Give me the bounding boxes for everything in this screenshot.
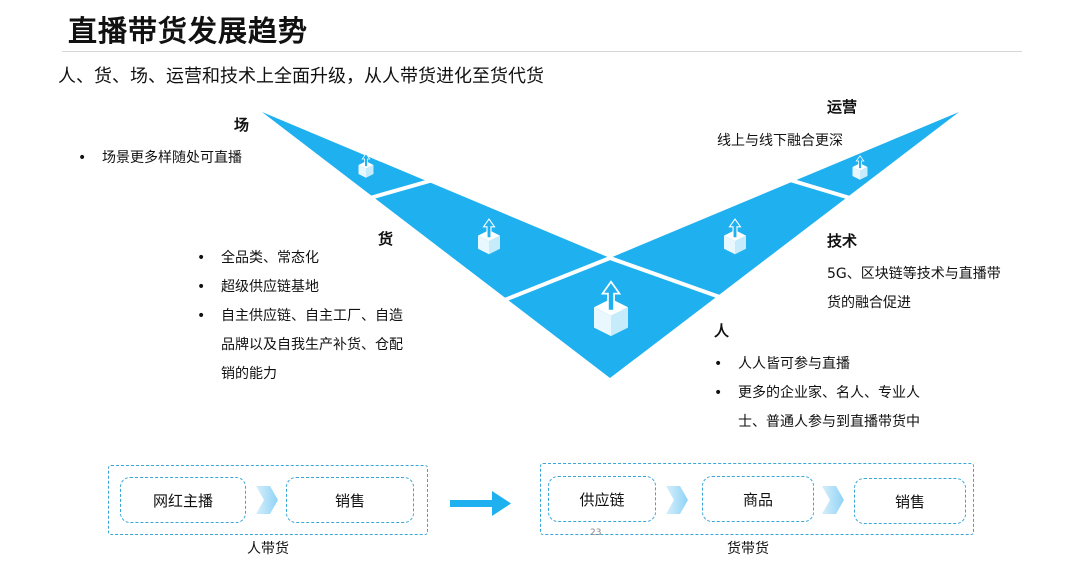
v-divider-4 bbox=[789, 178, 851, 200]
title-divider bbox=[62, 51, 1022, 52]
list-item: 人人皆可参与直播 bbox=[714, 350, 929, 379]
chevron-right-icon bbox=[666, 486, 688, 514]
yunying-text: 线上与线下融合更深 bbox=[717, 133, 843, 149]
flow-step-xiaoshou-left: 销售 bbox=[286, 477, 414, 523]
list-item: 场景更多样随处可直播 bbox=[78, 144, 308, 173]
flow-left-frame bbox=[108, 465, 428, 535]
flow-right-frame bbox=[540, 463, 974, 535]
right-arrow-icon bbox=[450, 491, 511, 516]
flow-step-xiaoshou-right: 销售 bbox=[854, 478, 966, 524]
chevron-right-icon bbox=[822, 486, 844, 514]
list-item: 全品类、常态化 bbox=[197, 244, 411, 273]
changjing-bullets: 场景更多样随处可直播 bbox=[78, 144, 308, 173]
v-left-wing bbox=[262, 112, 610, 378]
ren-bullets: 人人皆可参与直播 更多的企业家、名人、专业人士、普通人参与到直播带货中 bbox=[714, 350, 929, 437]
v-divider-1 bbox=[369, 176, 441, 200]
page-subtitle: 人、货、场、运营和技术上全面升级，从人带货进化至货代货 bbox=[58, 66, 544, 87]
list-item: 更多的企业家、名人、专业人士、普通人参与到直播带货中 bbox=[714, 379, 929, 437]
list-item: 自主供应链、自主工厂、自造品牌以及自我生产补货、仓配销的能力 bbox=[197, 302, 411, 389]
heading-changjing: 场 bbox=[234, 116, 250, 134]
flow-step-wanghong: 网红主播 bbox=[120, 477, 246, 523]
v-right-wing bbox=[610, 112, 959, 378]
page-title: 直播带货发展趋势 bbox=[68, 14, 309, 48]
v-divider-2 bbox=[491, 256, 611, 307]
flow-right-caption: 货带货 bbox=[727, 541, 769, 557]
heading-ren: 人 bbox=[714, 322, 730, 340]
flow-step-shangpin: 商品 bbox=[702, 476, 814, 522]
v-divider-3 bbox=[609, 256, 729, 302]
jishu-text: 5G、区块链等技术与直播带货的融合促进 bbox=[827, 266, 1001, 311]
page-number: 23 bbox=[590, 528, 602, 538]
list-item: 超级供应链基地 bbox=[197, 273, 411, 302]
heading-yunying: 运营 bbox=[827, 98, 858, 116]
flow-left-caption: 人带货 bbox=[247, 541, 289, 557]
huo-bullets: 全品类、常态化 超级供应链基地 自主供应链、自主工厂、自造品牌以及自我生产补货、… bbox=[197, 244, 411, 389]
flow-step-gongyinglian: 供应链 bbox=[548, 476, 656, 522]
chevron-right-icon bbox=[256, 486, 278, 514]
heading-jishu: 技术 bbox=[827, 232, 858, 250]
